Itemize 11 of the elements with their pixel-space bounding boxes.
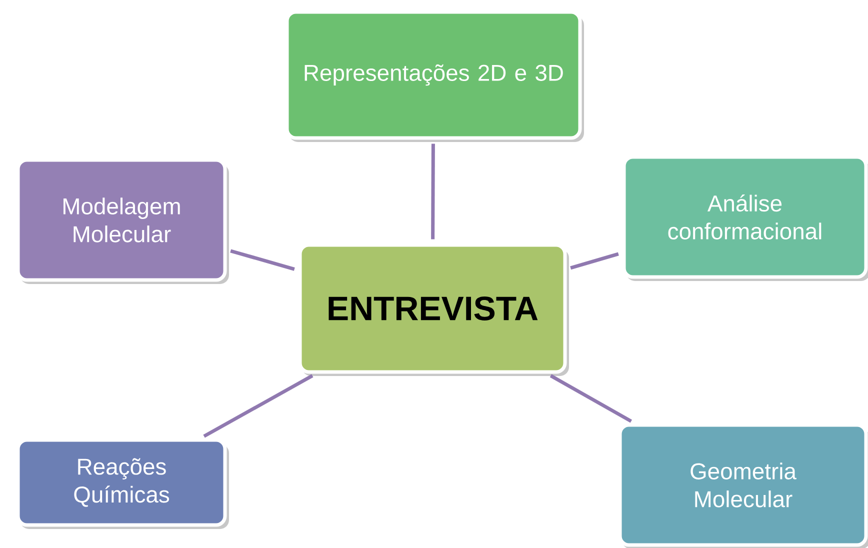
topic-box: Reações Químicas bbox=[16, 438, 229, 529]
topic-box: Representações 2D e 3D bbox=[285, 10, 584, 142]
connector-line bbox=[230, 249, 295, 271]
topic-box: Geometria Molecular bbox=[618, 423, 868, 548]
connector-line bbox=[550, 374, 632, 423]
topic-box: Análise conformacional bbox=[622, 155, 868, 281]
center-box: ENTREVISTA bbox=[298, 243, 569, 376]
topic-box: Modelagem Molecular bbox=[16, 158, 229, 284]
connector-line bbox=[431, 144, 435, 240]
connector-line bbox=[570, 252, 619, 270]
connector-line bbox=[203, 374, 314, 438]
